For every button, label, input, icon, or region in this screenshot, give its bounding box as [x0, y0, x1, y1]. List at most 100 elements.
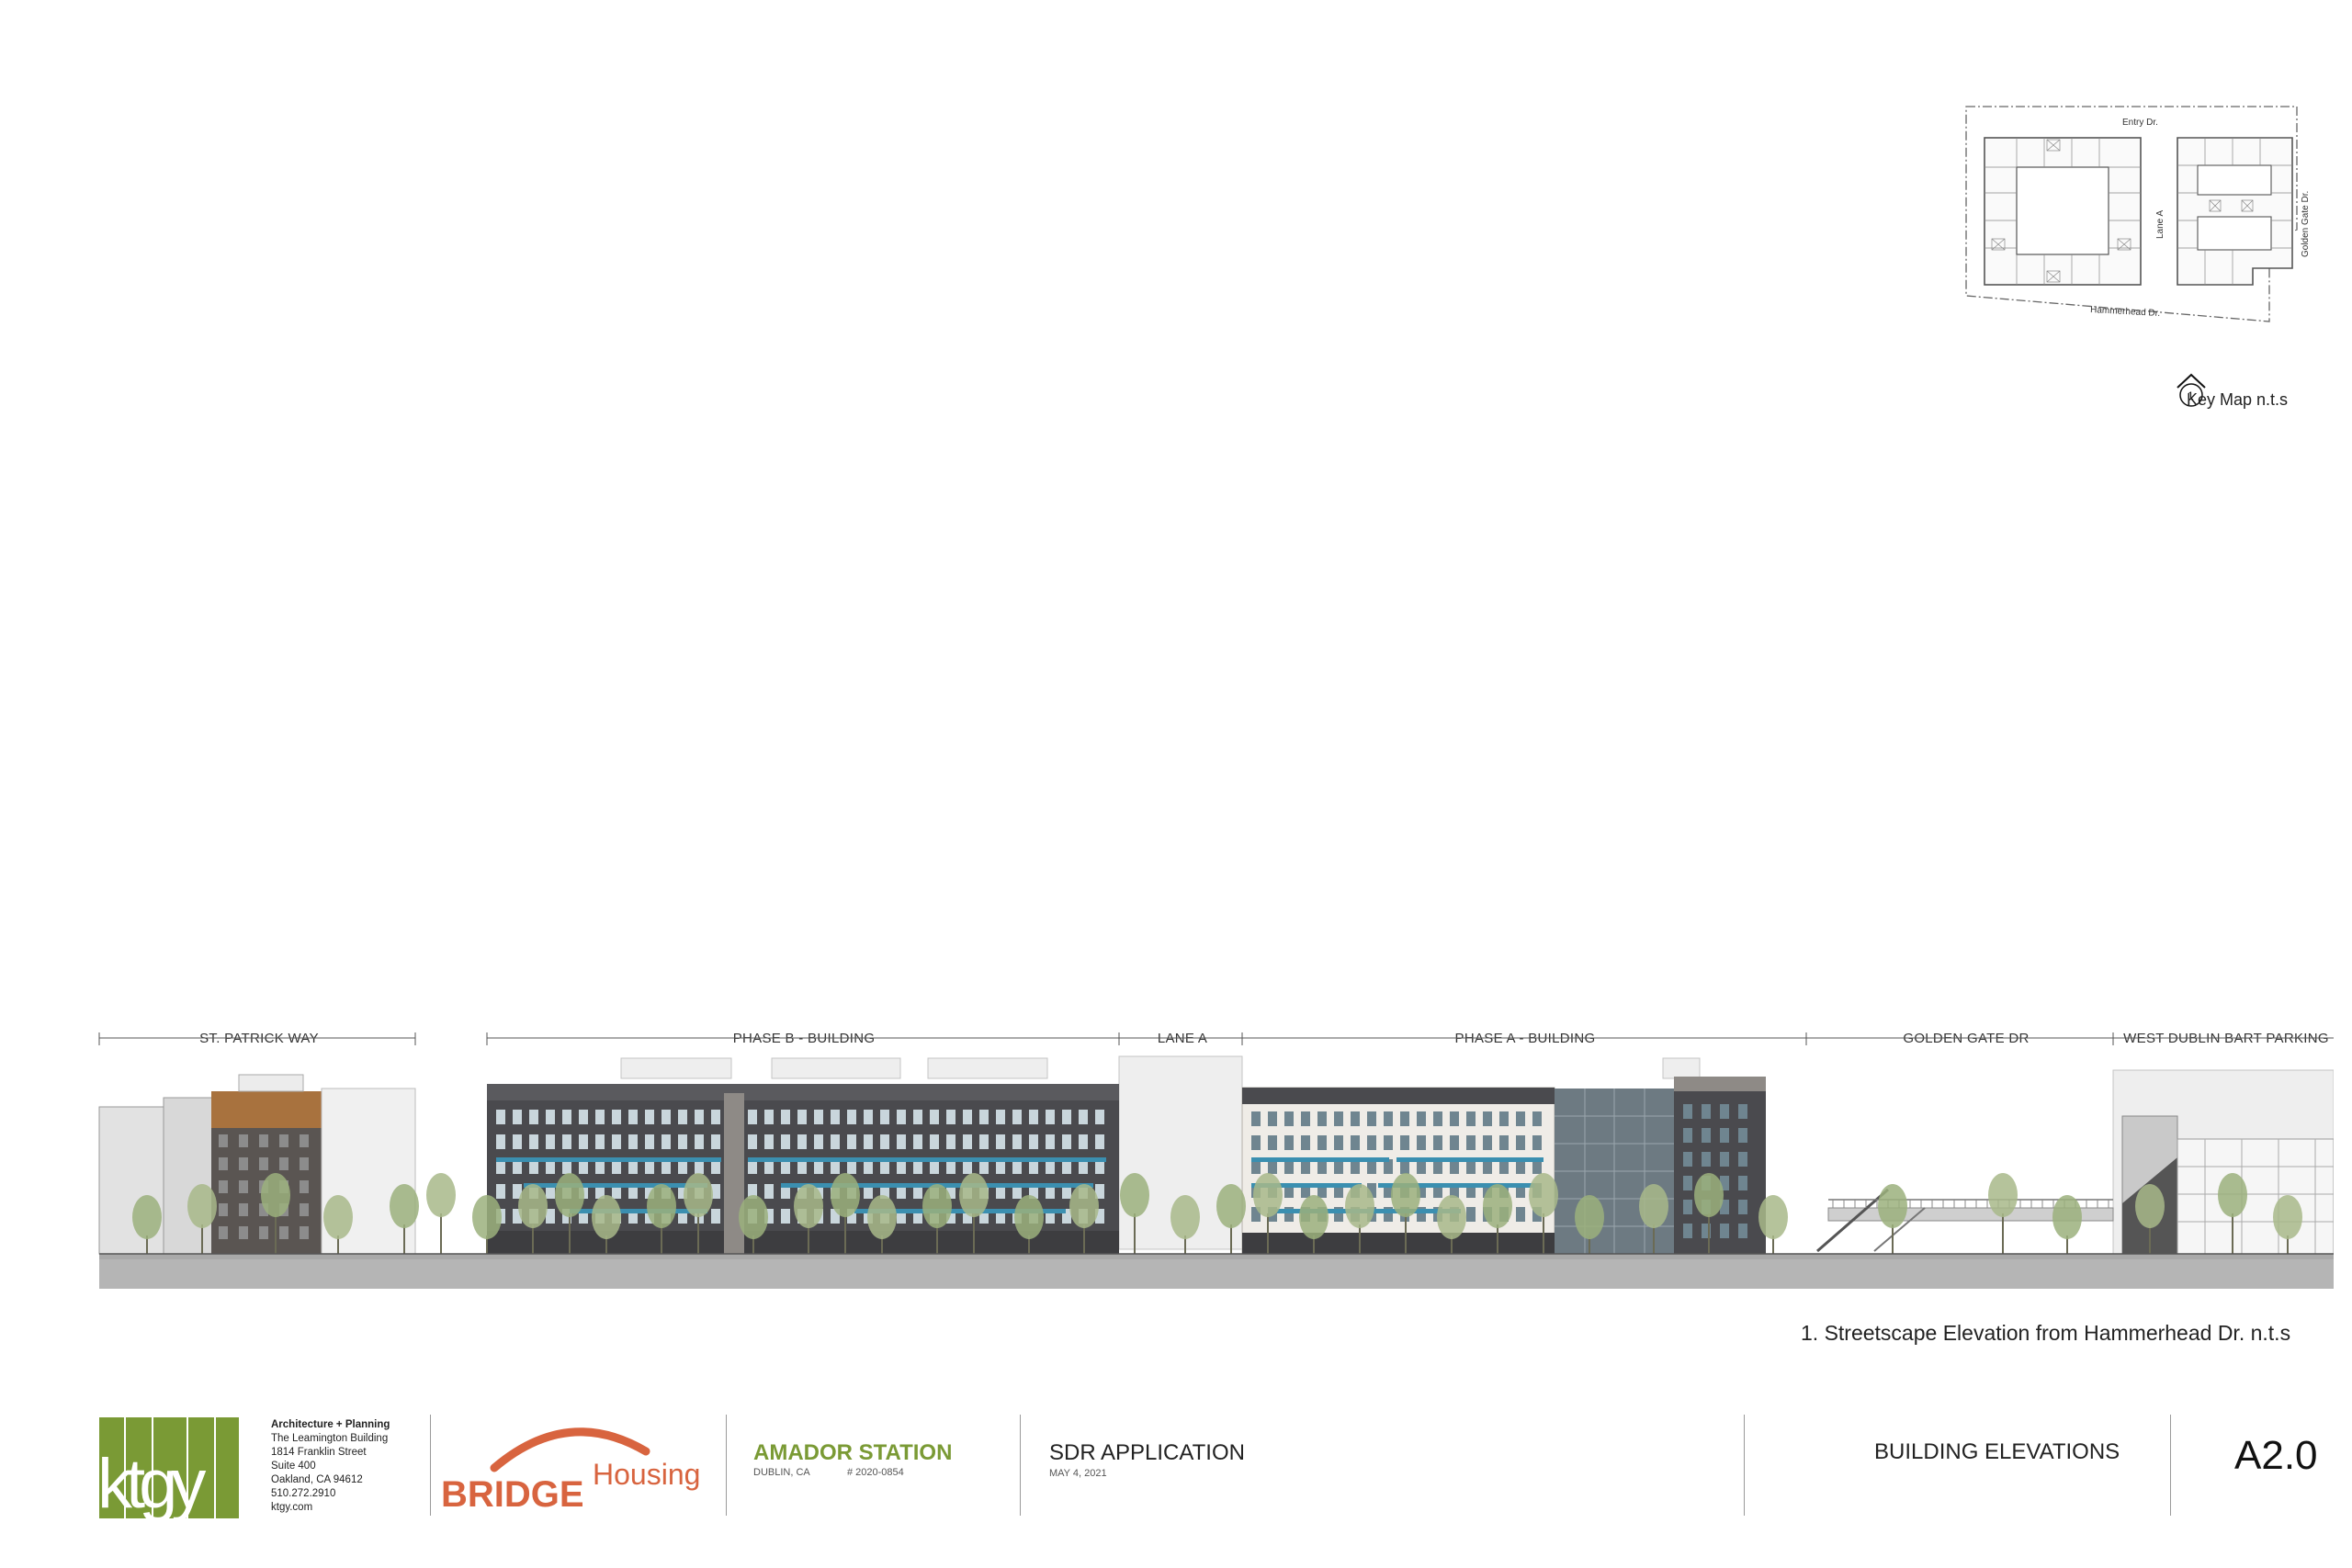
window	[711, 1184, 720, 1199]
window	[1284, 1183, 1294, 1198]
balcony-accent	[524, 1183, 707, 1188]
window	[628, 1159, 638, 1174]
window	[1483, 1159, 1492, 1174]
window	[764, 1159, 774, 1174]
tree-canopy	[2218, 1173, 2247, 1217]
window	[1251, 1159, 1261, 1174]
window	[695, 1159, 704, 1174]
window	[1433, 1183, 1442, 1198]
keymap-marker-number: 1	[2188, 389, 2194, 402]
window	[300, 1180, 309, 1193]
window	[1516, 1111, 1525, 1126]
ktgy-logo-text: ktgy	[99, 1445, 206, 1518]
window	[628, 1209, 638, 1224]
window	[1351, 1159, 1360, 1174]
tree-canopy	[426, 1173, 456, 1217]
window	[979, 1159, 989, 1174]
key-map: Entry Dr. Lane A Golden Gate Dr. Hammerh…	[1965, 106, 2311, 407]
tree-canopy	[647, 1184, 676, 1228]
window	[546, 1209, 555, 1224]
window	[1384, 1111, 1393, 1126]
window	[496, 1134, 505, 1149]
title-block-divider	[430, 1415, 431, 1516]
window	[1367, 1159, 1376, 1174]
tree-canopy	[1014, 1195, 1044, 1239]
window	[880, 1134, 889, 1149]
elevation-caption: 1. Streetscape Elevation from Hammerhead…	[1801, 1321, 2291, 1345]
window	[1738, 1152, 1747, 1167]
tree-canopy	[794, 1184, 823, 1228]
window	[612, 1159, 621, 1174]
window	[219, 1180, 228, 1193]
window	[781, 1209, 790, 1224]
window	[1400, 1111, 1409, 1126]
tree-canopy	[1345, 1184, 1374, 1228]
window	[1702, 1224, 1711, 1238]
tree-canopy	[187, 1184, 217, 1228]
tree-canopy	[1529, 1173, 1558, 1217]
window	[831, 1110, 840, 1124]
firm-line: Oakland, CA 94612	[271, 1474, 363, 1485]
window	[847, 1159, 856, 1174]
tree-canopy	[261, 1173, 290, 1217]
window	[662, 1110, 671, 1124]
window	[1417, 1111, 1426, 1126]
window	[979, 1134, 989, 1149]
window	[1268, 1111, 1277, 1126]
title-block-divider	[1744, 1415, 1745, 1516]
window	[546, 1184, 555, 1199]
window	[1351, 1135, 1360, 1150]
window	[711, 1110, 720, 1124]
window	[279, 1134, 288, 1147]
window	[1720, 1200, 1729, 1214]
window	[1466, 1159, 1476, 1174]
window	[645, 1159, 654, 1174]
tree-canopy	[1391, 1173, 1420, 1217]
window	[996, 1159, 1005, 1174]
window	[864, 1134, 873, 1149]
window	[595, 1134, 605, 1149]
window	[562, 1134, 571, 1149]
window	[1516, 1135, 1525, 1150]
window	[1683, 1128, 1692, 1143]
window	[1334, 1159, 1343, 1174]
window	[1268, 1135, 1277, 1150]
tree-canopy	[1988, 1173, 2018, 1217]
window	[864, 1159, 873, 1174]
window	[748, 1110, 757, 1124]
window	[1046, 1159, 1055, 1174]
window	[847, 1209, 856, 1224]
window	[1516, 1159, 1525, 1174]
window	[300, 1134, 309, 1147]
firm-heading: Architecture + Planning	[271, 1419, 390, 1430]
window	[645, 1110, 654, 1124]
tree-canopy	[555, 1173, 584, 1217]
window	[1738, 1104, 1747, 1119]
window	[579, 1110, 588, 1124]
tree-canopy	[2273, 1195, 2302, 1239]
window	[797, 1159, 807, 1174]
window	[279, 1157, 288, 1170]
window	[1433, 1159, 1442, 1174]
window	[1450, 1111, 1459, 1126]
window	[1720, 1176, 1729, 1190]
window	[562, 1110, 571, 1124]
window	[1029, 1134, 1038, 1149]
north-arrow-marker-icon: 1	[2177, 373, 2206, 407]
window	[1516, 1183, 1525, 1198]
window	[897, 1159, 906, 1174]
window	[1095, 1110, 1104, 1124]
balcony-accent	[1378, 1183, 1534, 1188]
window	[1079, 1110, 1088, 1124]
window	[1062, 1209, 1071, 1224]
window	[259, 1226, 268, 1239]
window	[239, 1226, 248, 1239]
window	[678, 1209, 687, 1224]
window	[963, 1134, 972, 1149]
window	[513, 1159, 522, 1174]
window	[1384, 1183, 1393, 1198]
window	[1046, 1209, 1055, 1224]
window	[1268, 1159, 1277, 1174]
window	[1062, 1134, 1071, 1149]
tree-canopy	[1639, 1184, 1668, 1228]
